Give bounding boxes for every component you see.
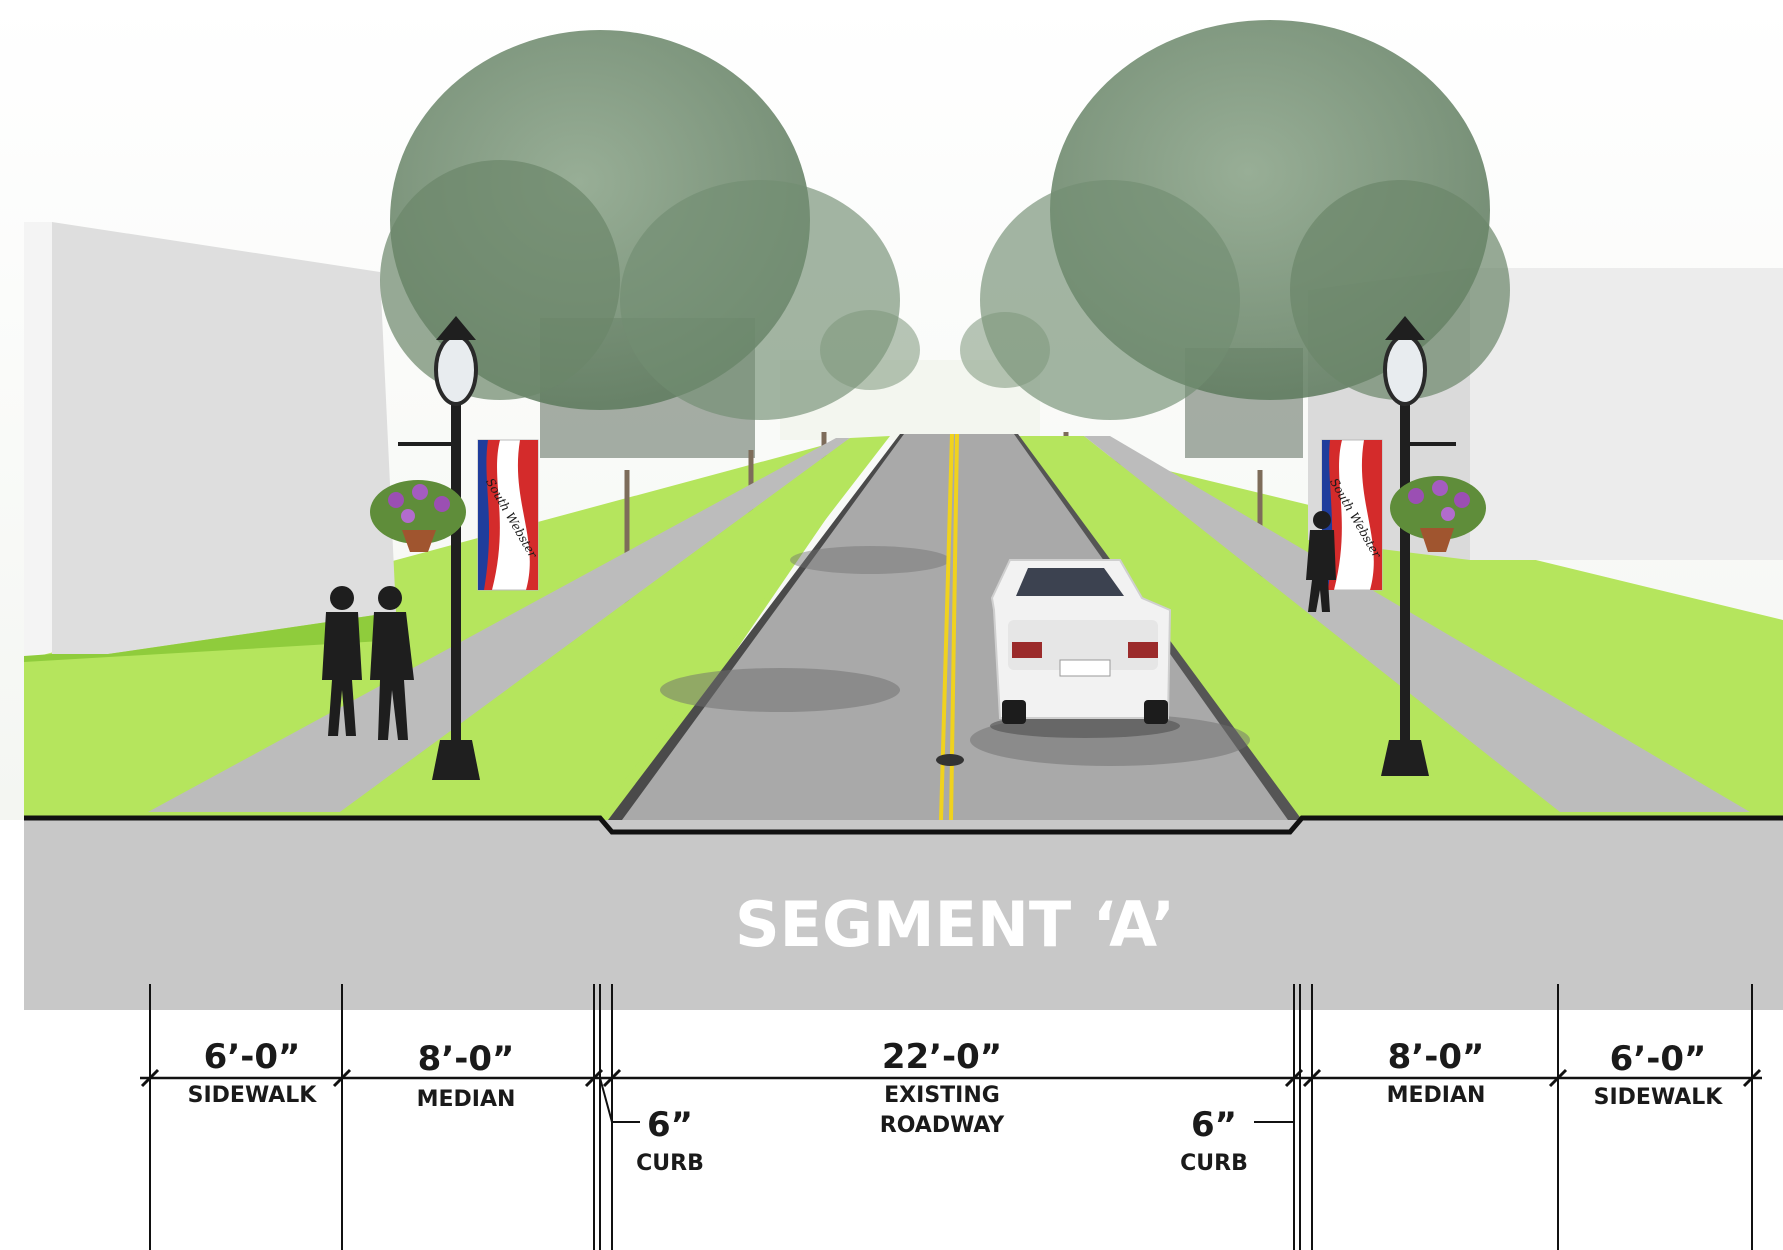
right-curb-label: CURB: [1180, 1151, 1248, 1176]
left-lamp-post: [398, 316, 480, 780]
left-median-dimension: 8’-0”: [418, 1039, 515, 1079]
left-banner: [477, 439, 539, 591]
left-curb-leader: [599, 1077, 640, 1123]
right-curb-dimension: 6”: [1191, 1105, 1237, 1145]
tree-shadow: [790, 546, 950, 574]
section-title: SEGMENT ‘A’: [735, 888, 1175, 961]
roadway-dimension: 22’-0”: [882, 1037, 1002, 1077]
pedestrian-right: [1306, 511, 1336, 612]
right-flower-basket: [1390, 476, 1486, 552]
right-lamp-post: [1381, 316, 1456, 776]
white-suv: [990, 559, 1180, 738]
left-curb-dimension: 6”: [647, 1105, 693, 1145]
right-curb-leader: [1254, 1078, 1295, 1123]
tree-shadow: [660, 668, 900, 712]
left-curb: [608, 434, 904, 820]
dimension-ticks: [140, 1068, 1762, 1088]
left-curb-label: CURB: [636, 1151, 704, 1176]
left-building: [24, 222, 400, 662]
right-median: [1010, 436, 1560, 812]
right-median-dimension: 8’-0”: [1388, 1037, 1485, 1077]
roadway-label-line1: EXISTING: [884, 1083, 1000, 1108]
left-sidewalk: [148, 438, 850, 812]
left-sidewalk-label: SIDEWALK: [188, 1083, 318, 1108]
section-band: [24, 820, 1783, 1010]
right-sidewalk: [1084, 436, 1750, 812]
left-sidewalk-dimension: 6’-0”: [204, 1037, 301, 1077]
pedestrians-left: [322, 586, 414, 740]
right-tree-canopy: [960, 20, 1510, 420]
right-sidewalk-dimension: 6’-0”: [1610, 1039, 1707, 1079]
right-sidewalk-label: SIDEWALK: [1594, 1085, 1724, 1110]
left-flower-basket: [370, 480, 466, 552]
dimension-extension-lines: [149, 984, 1753, 1250]
section-cut-line: [24, 815, 1783, 835]
right-median-label: MEDIAN: [1387, 1083, 1486, 1108]
left-median-label: MEDIAN: [417, 1087, 516, 1112]
manhole: [936, 754, 964, 766]
roadway-label-line2: ROADWAY: [880, 1113, 1006, 1138]
left-median: [340, 436, 890, 812]
